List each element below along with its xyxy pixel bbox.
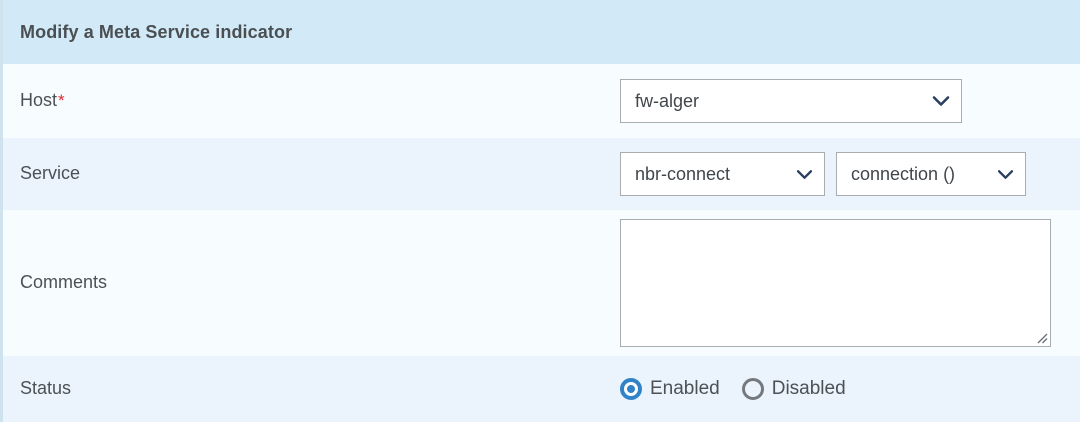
label-host-text: Host — [20, 90, 58, 111]
service-select[interactable]: nbr-connect — [620, 152, 825, 196]
host-select[interactable]: fw-alger — [620, 79, 962, 123]
panel-header: Modify a Meta Service indicator — [3, 0, 1080, 64]
resize-grip-icon[interactable] — [1035, 331, 1048, 344]
chevron-down-icon — [997, 169, 1014, 179]
service-select-value: nbr-connect — [635, 163, 731, 184]
label-status-text: Status — [20, 378, 72, 399]
form-row-service: Service nbr-connect connection () — [3, 138, 1080, 210]
status-radio-group: Enabled Disabled — [620, 378, 846, 400]
label-comments: Comments — [20, 272, 620, 294]
radio-unselected-icon[interactable] — [741, 378, 764, 400]
control-service: nbr-connect connection () — [620, 152, 1080, 196]
service-metric-select-value: connection () — [851, 163, 956, 184]
status-radio-disabled[interactable]: Disabled — [741, 378, 846, 400]
radio-selected-icon[interactable] — [620, 378, 642, 400]
status-radio-disabled-label: Disabled — [771, 378, 846, 399]
required-asterisk-host: * — [58, 91, 65, 111]
form-row-status: Status Enabled Disabled — [3, 356, 1080, 422]
label-comments-text: Comments — [20, 272, 108, 293]
host-select-value: fw-alger — [635, 90, 700, 111]
page-title: Modify a Meta Service indicator — [20, 21, 293, 42]
service-metric-select[interactable]: connection () — [836, 152, 1026, 196]
status-radio-enabled[interactable]: Enabled — [620, 378, 720, 400]
control-comments — [620, 219, 1080, 347]
chevron-down-icon — [796, 169, 813, 179]
label-service-text: Service — [20, 163, 81, 184]
form-row-host: Host* fw-alger — [3, 64, 1080, 138]
control-host: fw-alger — [620, 79, 1080, 123]
label-status: Status — [20, 378, 620, 400]
status-radio-enabled-label: Enabled — [650, 378, 720, 399]
label-service: Service — [20, 163, 620, 185]
label-host: Host* — [20, 90, 620, 112]
chevron-down-icon — [932, 96, 950, 106]
form-row-comments: Comments — [3, 210, 1080, 356]
control-status: Enabled Disabled — [620, 378, 1080, 400]
comments-textarea[interactable] — [620, 219, 1051, 347]
